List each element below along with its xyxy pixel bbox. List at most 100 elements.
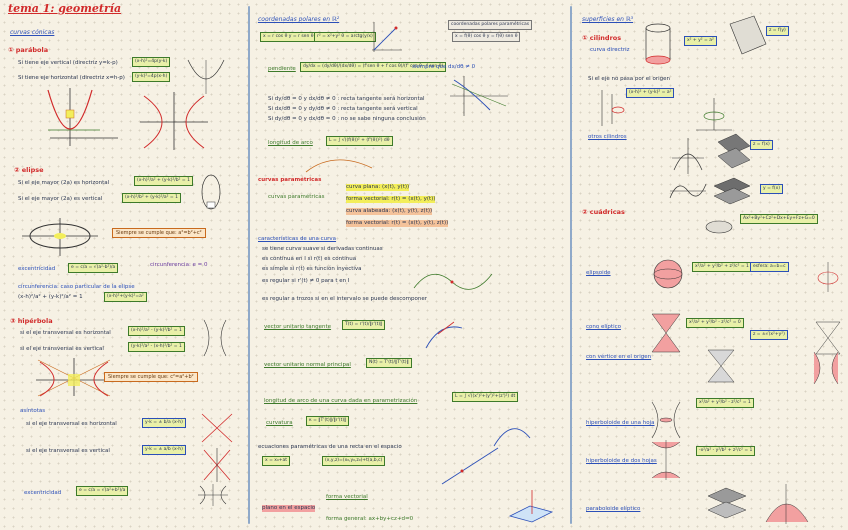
paraboloide-hiperbolico-diagram bbox=[765, 484, 809, 524]
esfera-box: esfera: a=b=c bbox=[750, 262, 789, 272]
cono-label: cono elíptico bbox=[586, 324, 621, 330]
cono-eje-label: con vértice en el origen bbox=[586, 354, 652, 360]
paraboloide-label: paraboloide elíptico bbox=[586, 506, 641, 512]
hiperboloide-dos-hojas-label: hiperboloide de dos hojas bbox=[586, 458, 657, 464]
cilindro-eje-diagram bbox=[601, 90, 625, 126]
caracteristica-5: es regular a trozos si en el intervalo s… bbox=[262, 296, 428, 302]
longitud-arco-diagram bbox=[305, 159, 373, 173]
hiperboloide-dos-hojas-box: -x²/a² - y²/b² + z²/c² = 1 bbox=[696, 446, 756, 456]
polares-header: coordenadas polares en ℝ² bbox=[258, 16, 340, 23]
hiperboloide-small-diagram bbox=[813, 351, 839, 385]
cilindro-eje-box: (x-h)² + (y-k)² = a² bbox=[626, 88, 675, 98]
elipsoide-diagram bbox=[653, 259, 683, 289]
curva-alabeada-vectorial: forma vectorial: r(t) = (x(t), y(t), z(t… bbox=[346, 220, 449, 227]
hiperboloide-una-hoja-label: hiperboloide de una hoja bbox=[586, 420, 655, 426]
recta-espacio-header: ecuaciones paramétricas de una recta en … bbox=[258, 444, 402, 450]
cilindro-box: x² + y² = a² bbox=[684, 36, 717, 46]
vector-tangente-label: vector unitario tangente bbox=[264, 324, 332, 330]
hiperboloide-dos-hojas-diagram bbox=[651, 440, 681, 480]
elipse-note-box: Siempre se cumple que: a²=b²+c² bbox=[112, 228, 206, 238]
recta-espacio-box-2: (x,y,z)=(x₀,y₀,z₀)+t(a,b,c) bbox=[322, 456, 386, 466]
otros-cilindros-diagram-2 bbox=[717, 133, 751, 169]
otros-cilindros-box-2: y = f(x) bbox=[760, 184, 784, 194]
pendiente-diagram bbox=[450, 76, 508, 116]
plano-forma-vectorial: forma vectorial bbox=[326, 494, 368, 500]
longitud-arco-box: L = ∫ √((f(θ))² + (f'(θ))²) dθ bbox=[326, 136, 393, 146]
column-conicas: tema 1: geometría curvas cónicas ① paráb… bbox=[0, 0, 246, 530]
plano-espacio-header: plano en el espacio bbox=[262, 505, 316, 512]
otros-cilindros-diagram-3 bbox=[669, 183, 707, 199]
elipse-vertical-box: (x-h)²/b² + (y-k)²/a² = 1 bbox=[122, 193, 181, 203]
hiperbola-horizontal-box: (x-h)²/a² - (y-k)²/b² = 1 bbox=[128, 326, 185, 336]
tangente-vertical-text: Si dx/dθ = 0 y dy/dθ ≠ 0 : recta tangent… bbox=[268, 106, 418, 112]
tangente-horizontal-text: Si dy/dθ = 0 y dx/dθ ≠ 0 : recta tangent… bbox=[268, 96, 425, 102]
vector-normal-box: N(t) = T'(t)/‖T'(t)‖ bbox=[366, 358, 412, 368]
longitud-arco-label: longitud de arco bbox=[268, 140, 313, 146]
curvatura-label: curvatura bbox=[266, 420, 293, 426]
elipse-horizontal-box: (x-h)²/a² + (y-k)²/b² = 1 bbox=[134, 176, 193, 186]
cono-small-diagram bbox=[815, 321, 841, 355]
vector-tangente-box: T(t) = r'(t)/‖r'(t)‖ bbox=[342, 320, 386, 330]
elipsoide-label: elipsoide bbox=[586, 270, 611, 276]
cilindro-eje-text: Si el eje no pasa por el origen bbox=[588, 76, 670, 82]
cilindro-diagram bbox=[645, 23, 671, 65]
parabola-diagram bbox=[47, 88, 118, 146]
cono-box: x²/a² + y²/b² - z²/c² = 0 bbox=[686, 318, 744, 328]
page-title: tema 1: geometría bbox=[8, 2, 122, 15]
section-cuadricas: ② cuádricas bbox=[582, 208, 625, 216]
caracteristicas-header: características de una curva bbox=[258, 236, 337, 242]
hiperbola-vertical-box: (y-k)²/a² - (x-h)²/b² = 1 bbox=[128, 342, 185, 352]
section-cilindros: ① cilindros bbox=[582, 34, 622, 42]
plano-diagram bbox=[508, 490, 554, 523]
parabola-vertical-text: Si tiene eje vertical (directriz y=k-p) bbox=[18, 60, 118, 66]
section-subtitle: curvas cónicas bbox=[10, 29, 55, 36]
caracteristica-2: es continua en I si r(t) es continua bbox=[262, 256, 357, 262]
hiperbola-small-diagram bbox=[203, 319, 227, 357]
parabola-horizontal-text: Si tiene eje horizontal (directriz x=h-p… bbox=[18, 75, 125, 81]
section-elipse: ② elipse bbox=[14, 166, 44, 174]
elipsoide-small-diagram bbox=[817, 262, 839, 292]
recta-espacio-diagram bbox=[441, 447, 499, 485]
hiperbola-vertical-text: si el eje transversal es vertical bbox=[20, 346, 104, 352]
section-hiperbola: ③ hipérbola bbox=[10, 317, 53, 325]
curva-alabeada-text: curva alabeada: (x(t), y(t), z(t)) bbox=[346, 208, 433, 215]
asintotas-horizontal-text: si el eje transversal es horizontal bbox=[26, 421, 117, 427]
cono-sub-box: z = ±√(x²+y²) bbox=[750, 330, 788, 340]
curvatura-box: κ = ‖T'(t)‖/‖r'(t)‖ bbox=[306, 416, 350, 426]
elipsoide-box: x²/a² + y²/b² + z²/c² = 1 bbox=[692, 262, 752, 272]
curvatura-header: longitud de arco de una curva dada en pa… bbox=[264, 398, 418, 404]
asintotas-vertical-text: si el eje transversal es vertical bbox=[26, 448, 110, 454]
vector-normal-label: vector unitario normal principal bbox=[264, 362, 351, 368]
circunferencia-note: circunferencia: e = 0 bbox=[150, 262, 208, 268]
hiperboloide-una-hoja-box: x²/a² + y²/b² - z²/c² = 1 bbox=[696, 398, 754, 408]
caracteristica-1: se tiene curva suave si derivadas contin… bbox=[262, 246, 383, 252]
hiperbola-note-box: Siempre se cumple que: c²=a²+b² bbox=[104, 372, 198, 382]
elipse-vertical-diagram bbox=[201, 174, 221, 210]
cilindro-eq-box: z = f(y) bbox=[766, 26, 789, 36]
hiperbola-excentricidad-box: e = c/a = √(a²+b²)/a bbox=[76, 486, 129, 496]
cilindro-directriz: curva directriz bbox=[590, 47, 630, 53]
cono-eje-diagram bbox=[707, 349, 735, 383]
caracteristica-3: es simple si r(t) es función inyectiva bbox=[262, 266, 362, 272]
parametricas-label: curvas paramétricas bbox=[268, 194, 325, 200]
polares-parametricas-header: coordenadas polares paramétricas bbox=[448, 20, 533, 30]
polares-box-2: r² = x²+y² θ = arctg(y/x) bbox=[314, 32, 376, 42]
parabola-vertical-box: (x-h)²=4p(y-k) bbox=[132, 57, 171, 67]
tangente-indeterminada-text: Si dy/dθ = 0 y dx/dθ = 0 : no se sabe ni… bbox=[268, 116, 426, 122]
otros-cilindros-label: otros cilindros bbox=[588, 134, 627, 140]
cuadrica-ellipse-icon bbox=[705, 220, 733, 234]
parametricas-header: curvas paramétricas bbox=[258, 177, 322, 183]
section-parabola: ① parábola bbox=[8, 46, 49, 54]
asintotas-label: asíntotas bbox=[20, 408, 46, 414]
otros-cilindros-box: z = f(x) bbox=[750, 140, 773, 150]
cilindro-inclinado-diagram bbox=[729, 15, 767, 55]
column-divider-1 bbox=[248, 6, 250, 524]
otros-cilindros-diagram bbox=[672, 138, 704, 174]
circunferencia-equation: (x-h)²/a² + (y-k)²/a² = 1 bbox=[18, 294, 83, 300]
pendiente-note: siempre que dx/dθ ≠ 0 bbox=[412, 64, 476, 70]
circunferencia-text: circunferencia: caso particular de la el… bbox=[18, 284, 135, 290]
elipse-vertical-text: Si el eje mayor (2a) es vertical bbox=[18, 196, 103, 202]
column-superficies: superficies en ℝ³ ① cilindros curva dire… bbox=[574, 0, 848, 530]
polares-parametricas-eq: x = f(θ) cos θ y = f(θ) sen θ bbox=[452, 32, 521, 42]
plano-forma-general: forma general: ax+by+cz+d=0 bbox=[326, 516, 414, 522]
